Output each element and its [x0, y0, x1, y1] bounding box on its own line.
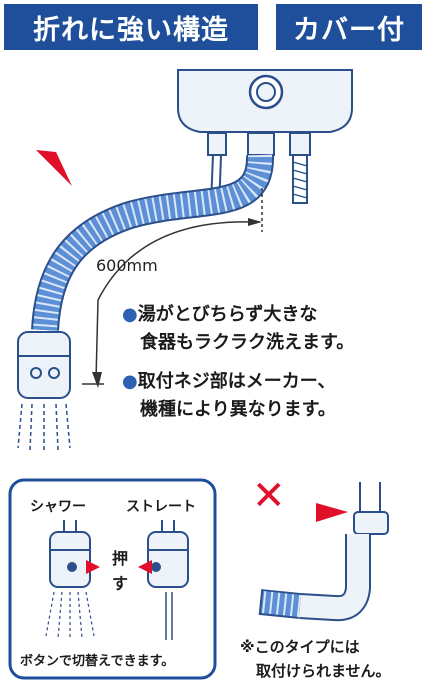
push-label-2: す	[112, 574, 129, 593]
wrong-type-note-2: 取付けられません。	[256, 662, 391, 680]
shower-spray	[45, 591, 95, 640]
bullet-2: ●	[122, 371, 138, 392]
feature-2-line-1: ●取付ネジ部はメーカー、	[122, 371, 336, 392]
flexible-hose	[33, 154, 272, 331]
hose-nut	[247, 132, 275, 156]
threaded-pipe	[292, 154, 308, 204]
switch-caption: ボタンで切替えできます。	[20, 654, 175, 669]
feature-2-line-2: 機種により異なります。	[140, 399, 336, 420]
measurement-label: 600mm	[96, 256, 158, 275]
wrong-type-nut	[353, 511, 389, 535]
water-spray	[17, 403, 71, 452]
shower-head	[17, 331, 71, 399]
push-label-1: 押	[112, 549, 129, 568]
wrong-type-note-1: ※このタイプには	[240, 638, 360, 656]
feature-1-line-2: 食器もラクラク洗えます。	[140, 332, 355, 353]
badge-with-cover: カバー付	[276, 4, 422, 50]
wrong-mark: ✕	[252, 473, 286, 519]
badge-strong-structure: 折れに強い構造	[4, 4, 258, 50]
bullet-1: ●	[122, 304, 138, 325]
straight-label: ストレート	[126, 499, 196, 515]
push-arrow-right	[138, 560, 152, 574]
right-nut	[289, 132, 311, 156]
red-pointer-arrow	[36, 150, 72, 186]
measure-arc	[95, 221, 256, 381]
shower-label: シャワー	[30, 499, 86, 515]
push-arrow-left	[86, 560, 100, 574]
left-nut	[207, 132, 227, 156]
shower-switch-box	[8, 478, 217, 680]
red-pointer-arrow-2	[316, 503, 348, 522]
feature-1-line-1: ●湯がとびちらず大きな	[122, 304, 318, 325]
